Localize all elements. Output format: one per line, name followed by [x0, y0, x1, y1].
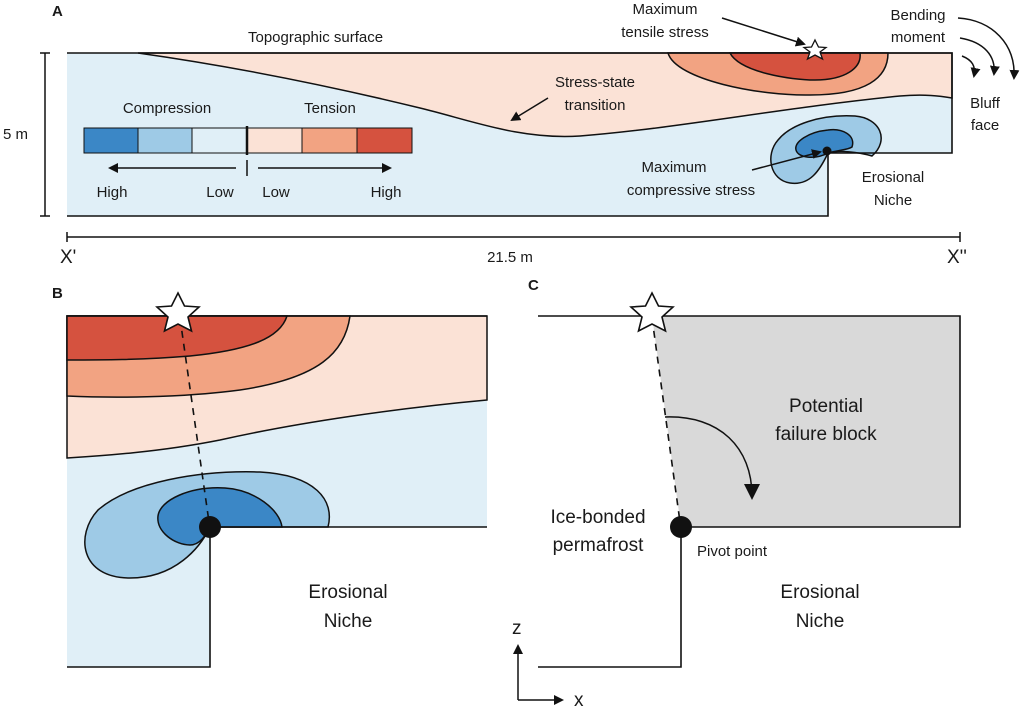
panel-a-niche-label-line1: Erosional: [862, 169, 925, 186]
panel-c-letter: C: [528, 277, 539, 294]
panel-b-pivot-point: [199, 516, 221, 538]
stress-transition-arrow: [510, 97, 549, 122]
legend-tension-high-label: High: [371, 184, 402, 201]
max-compressive-label-line2: compressive stress: [627, 182, 755, 199]
stress-transition-label-line1: Stress-state: [555, 74, 635, 91]
legend-compression-high-label: High: [97, 184, 128, 201]
legend-swatch-compression-low: [191, 127, 248, 154]
panel-b-niche-label-line2: Niche: [324, 611, 373, 632]
max-tensile-label-line1: Maximum: [632, 1, 697, 18]
legend-swatch-compression-mid: [137, 127, 193, 154]
z-axis-label: z: [512, 618, 522, 639]
legend-swatch-compression-high: [83, 127, 139, 154]
bluff-face-label-line2: face: [971, 117, 999, 134]
bending-moment-arrow-1: [957, 17, 1020, 80]
panel-c-outline: [538, 315, 961, 668]
max-compressive-label-line1: Maximum: [641, 159, 706, 176]
bending-moment-label-line2: moment: [891, 29, 946, 46]
panel-c: C Potential failure block Ice-bonded per…: [512, 277, 961, 709]
panel-b-outline: [67, 315, 487, 668]
topographic-surface-label: Topographic surface: [248, 29, 383, 46]
legend-tension-low-label: Low: [262, 184, 290, 201]
panel-a-max-compressive-point: [822, 146, 832, 156]
panel-c-niche-label-line2: Niche: [796, 611, 845, 632]
panel-b-niche-label-line1: Erosional: [308, 582, 387, 603]
bending-moment-label-line1: Bending: [890, 7, 945, 24]
potential-failure-block: [652, 316, 960, 527]
section-start-label: X': [60, 247, 76, 268]
section-end-label: X'': [947, 247, 967, 268]
panel-c-pivot-point: [670, 516, 692, 538]
panel-b-tension-high-region: [66, 315, 289, 361]
panel-a-bluff-outline: [67, 52, 953, 217]
panel-a-max-tensile-star-icon: [802, 38, 828, 61]
bluff-face-label-line1: Bluff: [970, 95, 1001, 112]
panel-c-fracture-line: [651, 317, 681, 523]
legend-tension-label: Tension: [304, 100, 356, 117]
failure-block-label-line2: failure block: [775, 424, 877, 445]
permafrost-label-line2: permafrost: [553, 535, 645, 556]
panel-b-compression-high-region: [157, 487, 283, 546]
stress-legend: Compression Tension High Low Low High: [83, 100, 413, 201]
legend-swatch-tension-low: [246, 127, 303, 154]
max-tensile-arrow: [721, 17, 806, 47]
legend-compression-label: Compression: [123, 100, 211, 117]
height-scale-label: 5 m: [3, 126, 28, 143]
panel-a-niche-label-line2: Niche: [874, 192, 912, 209]
panel-c-niche-label-line1: Erosional: [780, 582, 859, 603]
x-axis-label: x: [574, 690, 584, 709]
legend-swatch-tension-mid: [301, 127, 358, 154]
bending-moment-arrow-2: [959, 37, 1000, 76]
panel-a-letter: A: [52, 3, 63, 20]
panel-b-letter: B: [52, 285, 63, 302]
panel-b: B Erosional Niche: [52, 285, 488, 668]
stress-transition-label-line2: transition: [565, 97, 626, 114]
legend-swatch-tension-high: [356, 127, 413, 154]
bending-moment-arrow-3: [961, 55, 981, 78]
max-compressive-arrow: [751, 149, 822, 171]
panel-a: A Topographic surface Maximum tensile st…: [3, 1, 1020, 268]
pivot-point-label: Pivot point: [697, 543, 768, 560]
panel-b-fracture-line: [179, 317, 210, 523]
panel-a-tension-high-region: [728, 52, 861, 81]
panel-a-compression-high-region: [795, 128, 854, 158]
failure-block-label-line1: Potential: [789, 396, 863, 417]
max-tensile-label-line2: tensile stress: [621, 24, 709, 41]
panel-c-max-tensile-star-icon: [629, 291, 675, 333]
rotation-arrow: [664, 416, 760, 500]
legend-compression-low-label: Low: [206, 184, 234, 201]
permafrost-label-line1: Ice-bonded: [550, 507, 645, 528]
length-scale-label: 21.5 m: [487, 249, 533, 266]
panel-b-max-tensile-star-icon: [155, 291, 201, 333]
